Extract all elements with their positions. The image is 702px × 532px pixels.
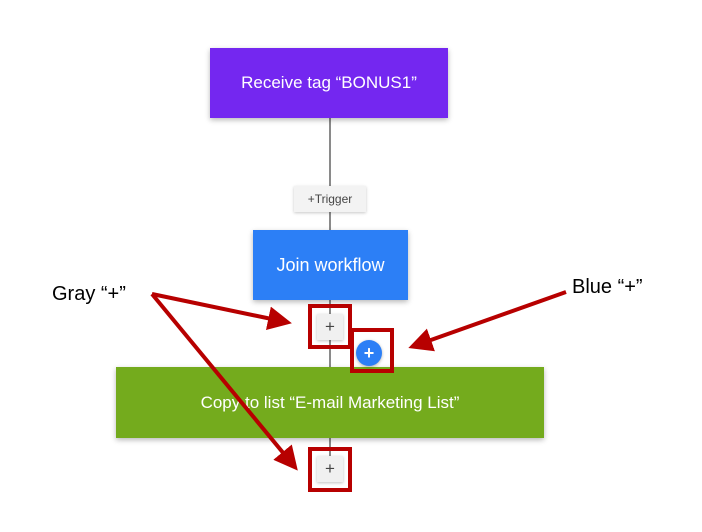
arrow-blue — [408, 290, 567, 352]
join-workflow-node[interactable]: Join workflow — [253, 230, 408, 300]
copy-to-list-label: Copy to list “E-mail Marketing List” — [200, 392, 460, 412]
copy-to-list-node[interactable]: Copy to list “E-mail Marketing List” — [116, 367, 544, 438]
highlight-box-gray-plus-top — [308, 304, 352, 349]
trigger-node-label: Receive tag “BONUS1” — [241, 73, 417, 92]
add-step-button-after-join[interactable]: + — [317, 314, 343, 340]
highlight-box-blue-plus — [350, 328, 394, 373]
gray-plus-callout: Gray “+” — [52, 283, 126, 305]
add-trigger-label: +Trigger — [307, 192, 353, 206]
blue-plus-callout: Blue “+” — [572, 276, 643, 298]
plus-icon: + — [325, 459, 335, 478]
connector-trigger-to-button — [329, 118, 331, 186]
plus-icon: + — [363, 342, 375, 363]
plus-icon: + — [325, 317, 335, 336]
connector-button-to-join — [329, 212, 331, 230]
add-trigger-button[interactable]: +Trigger — [294, 186, 366, 212]
join-workflow-label: Join workflow — [276, 254, 385, 275]
connector-plus-to-copy — [329, 340, 331, 367]
add-branch-button[interactable]: + — [356, 340, 382, 366]
trigger-node[interactable]: Receive tag “BONUS1” — [210, 48, 448, 118]
add-step-button-after-copy[interactable]: + — [317, 456, 343, 482]
highlight-box-gray-plus-bottom — [308, 447, 352, 492]
